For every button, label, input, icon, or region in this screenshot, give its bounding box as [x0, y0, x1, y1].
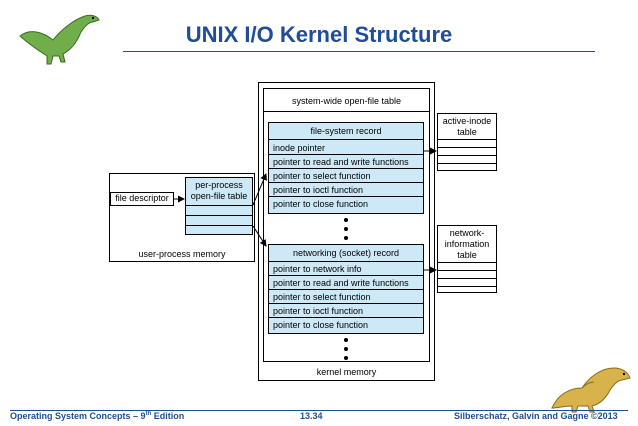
table-row — [438, 270, 496, 271]
per-process-open-file-table: per-process open-file table — [185, 177, 253, 235]
dinosaur-logo-icon — [19, 14, 100, 65]
network-information-table: network- information table — [437, 225, 497, 293]
ellipsis-dot — [344, 218, 348, 222]
ellipsis-dot — [344, 347, 348, 351]
list-item: pointer to read and write functions — [273, 157, 409, 167]
table-row — [438, 262, 496, 263]
list-item: pointer to close function — [273, 320, 369, 330]
table-row — [269, 182, 423, 183]
table-row — [269, 196, 423, 197]
ellipsis-dot — [344, 338, 348, 342]
table-row — [269, 139, 423, 140]
ellipsis-dot — [344, 227, 348, 231]
ellipsis-dot — [344, 236, 348, 240]
kernel-memory-label: kernel memory — [316, 367, 377, 377]
page-number: 13.34 — [300, 411, 323, 421]
ellipsis-dot — [344, 356, 348, 360]
kernel-memory-box — [258, 82, 435, 381]
table-row — [438, 286, 496, 287]
file-system-record: file-system record inode pointer pointer… — [268, 122, 424, 214]
table-row — [269, 289, 423, 290]
table-row — [269, 261, 423, 262]
list-item: pointer to select function — [273, 171, 371, 181]
table-row — [263, 111, 430, 112]
active-inode-table-label: active-inode table — [442, 116, 492, 137]
list-item: pointer to ioctl function — [273, 185, 364, 195]
table-row — [438, 278, 496, 279]
footer-left-text: Operating System Concepts – 9 — [10, 411, 146, 421]
table-row — [269, 168, 423, 169]
table-row — [438, 139, 496, 140]
list-item: pointer to close function — [273, 199, 369, 209]
network-information-table-label: network- information table — [444, 228, 490, 260]
table-row — [438, 147, 496, 148]
list-item: pointer to select function — [273, 292, 371, 302]
table-row — [186, 215, 252, 216]
footer-left-sup: th — [145, 411, 152, 417]
list-item: pointer to read and write functions — [273, 278, 409, 288]
table-row — [269, 317, 423, 318]
table-row — [438, 163, 496, 164]
table-row — [186, 205, 252, 206]
dinosaur-illustration-icon — [551, 367, 631, 413]
user-process-memory-box — [109, 173, 255, 262]
system-wide-table-label: system-wide open-file table — [291, 96, 402, 106]
active-inode-table: active-inode table — [437, 113, 497, 171]
list-item: inode pointer — [273, 143, 326, 153]
table-row — [269, 275, 423, 276]
list-item: pointer to network info — [273, 264, 362, 274]
per-process-to-socket-record-arrow — [252, 225, 267, 247]
list-item: pointer to ioctl function — [273, 306, 364, 316]
footer-right: Silberschatz, Galvin and Gagne ©2013 — [454, 411, 618, 421]
title-rule — [123, 51, 595, 52]
per-process-table-label: per-process open-file table — [190, 180, 248, 201]
socket-record: networking (socket) record pointer to ne… — [268, 244, 424, 334]
file-system-record-title: file-system record — [310, 126, 382, 136]
footer-left-end: Edition — [151, 411, 185, 421]
table-row — [438, 155, 496, 156]
footer-rule — [10, 410, 628, 411]
user-process-memory-label: user-process memory — [138, 249, 226, 259]
table-row — [186, 225, 252, 226]
page-title: UNIX I/O Kernel Structure — [185, 22, 453, 47]
socket-record-title: networking (socket) record — [292, 248, 400, 258]
footer-left: Operating System Concepts – 9th Edition — [10, 411, 184, 421]
table-row — [269, 303, 423, 304]
file-descriptor-label: file descriptor — [115, 193, 169, 203]
file-descriptor-box — [110, 192, 174, 206]
per-process-to-file-record-arrow — [252, 173, 267, 206]
table-row — [269, 154, 423, 155]
